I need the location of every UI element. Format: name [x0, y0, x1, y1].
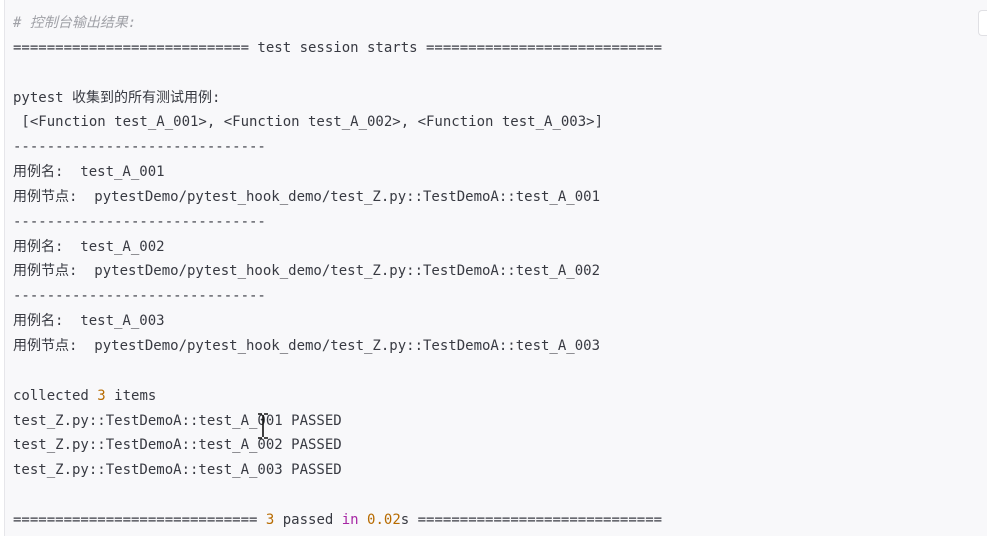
result-line: test_Z.py::TestDemoA::test_A_003 PASSED [13, 462, 342, 479]
case-name-line: 用例名: test_A_001 [13, 164, 165, 181]
blank-line [13, 61, 662, 86]
summary-rule-left: ============================= [13, 511, 266, 528]
summary-space [359, 512, 367, 528]
result-line: test_Z.py::TestDemoA::test_A_002 PASSED [13, 437, 342, 454]
collected-count: 3 [97, 387, 106, 404]
case-name-line: 用例名: test_A_002 [13, 238, 165, 255]
text-cursor-icon [258, 413, 268, 439]
collected-suffix: items [105, 387, 157, 404]
console-output: # 控制台输出结果: ============================ … [13, 11, 662, 533]
separator-line: ------------------------------ [13, 139, 266, 156]
session-start-line: ============================ test sessio… [13, 39, 663, 56]
summary-unit-rule: s ============================= [400, 511, 663, 528]
case-node-line: 用例节点: pytestDemo/pytest_hook_demo/test_Z… [13, 263, 601, 280]
collected-prefix: collected [13, 387, 98, 404]
code-block: # 控制台输出结果: ============================ … [4, 0, 987, 536]
separator-line: ------------------------------ [13, 213, 266, 230]
collected-list-line: [<Function test_A_001>, <Function test_A… [13, 114, 604, 131]
summary-count: 3 [265, 511, 275, 528]
separator-line: ------------------------------ [13, 288, 266, 305]
collected-items-line: collected 3 items [13, 384, 662, 409]
blank-line [13, 483, 662, 508]
summary-line: ============================= 3 passed i… [13, 508, 662, 533]
collected-header-line: pytest 收集到的所有测试用例: [13, 89, 221, 106]
summary-in: in [341, 511, 359, 528]
case-node-line: 用例节点: pytestDemo/pytest_hook_demo/test_Z… [13, 188, 601, 205]
case-node-line: 用例节点: pytestDemo/pytest_hook_demo/test_Z… [13, 337, 601, 354]
blank-line [13, 359, 662, 384]
comment-line: # 控制台输出结果: [13, 15, 137, 31]
summary-duration: 0.02 [367, 511, 401, 528]
copy-button[interactable] [978, 10, 987, 36]
case-name-line: 用例名: test_A_003 [13, 313, 165, 330]
summary-passed: passed [274, 511, 342, 528]
result-line: test_Z.py::TestDemoA::test_A_001 PASSED [13, 412, 342, 429]
